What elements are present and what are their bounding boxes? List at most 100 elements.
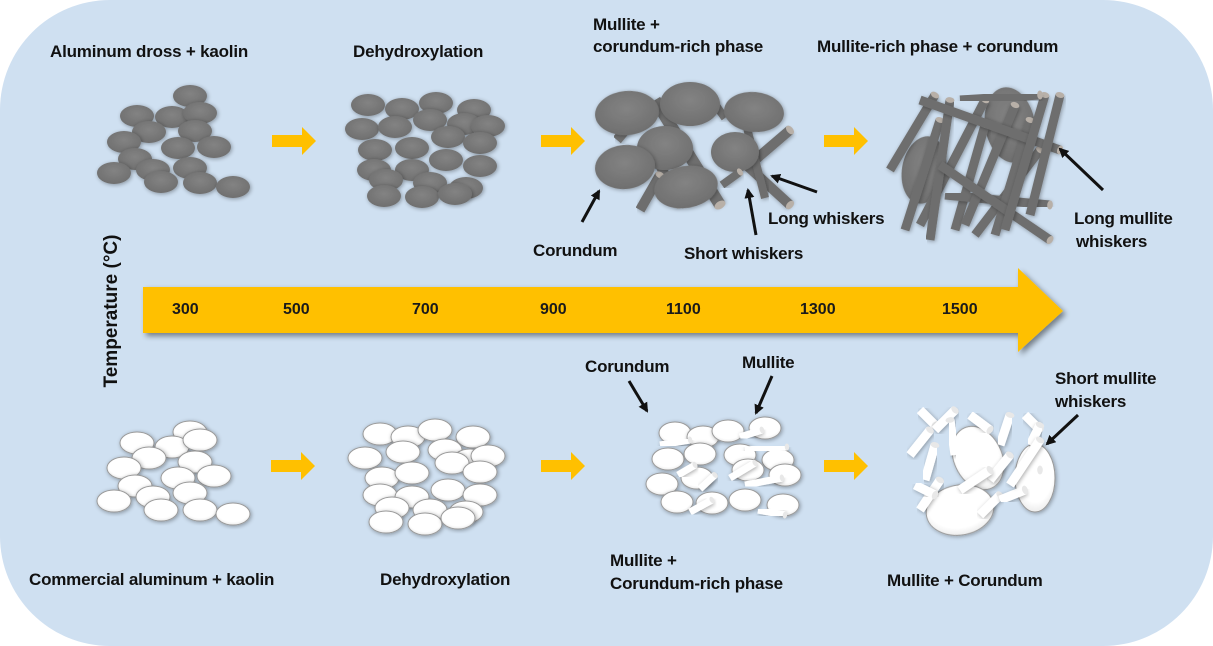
whisker-dark-long: [918, 95, 1062, 155]
whisker-light-end: [1021, 485, 1029, 495]
whisker-light-end: [709, 496, 715, 504]
particle-light: [215, 502, 251, 526]
particle-dark: [419, 92, 453, 114]
particle-dark-corundum: [711, 132, 759, 172]
step-arrow-top-1: [272, 127, 316, 155]
annotation-mullite-bottom: Mullite: [742, 353, 795, 372]
whisker-light-end: [986, 465, 994, 475]
particle-light: [711, 419, 745, 443]
whisker-dark-long-end: [1046, 235, 1054, 245]
pointer-short-whiskers-top: [744, 188, 758, 236]
particle-light: [196, 464, 232, 488]
whisker-light-end: [1035, 421, 1045, 429]
stage-label-top-4: Mullite-rich phase + corundum: [817, 37, 1059, 56]
particle-light: [368, 510, 404, 534]
whisker-dark-long-end: [930, 91, 940, 99]
particle-light: [182, 428, 218, 452]
tick-label-1100: 1100: [666, 301, 701, 318]
particle-dark: [161, 137, 195, 159]
particle-dark: [183, 102, 217, 124]
particle-dark: [369, 169, 403, 191]
particle-dark: [385, 98, 419, 120]
particle-light: [660, 490, 694, 514]
whisker-light-end: [687, 436, 693, 444]
whisker-light-end: [1037, 465, 1043, 475]
annotation-long-mullite-whiskers-line1: Long mullite: [1074, 209, 1173, 228]
particle-dark: [155, 106, 189, 128]
whisker-light-end: [931, 490, 939, 500]
particle-dark: [358, 139, 392, 161]
particle-light: [462, 460, 498, 484]
whisker-dark-long: [959, 90, 1041, 105]
whisker-light-end: [951, 406, 959, 414]
particle-dark: [463, 132, 497, 154]
particle-dark-corundum: [660, 82, 720, 126]
particle-light: [182, 498, 218, 522]
whisker-dark-long: [937, 161, 1053, 244]
whisker-light: [967, 411, 993, 434]
whisker-light-end: [712, 472, 718, 478]
whisker-light-end: [759, 426, 765, 434]
whisker-light-end: [1035, 436, 1045, 444]
stage-label-bottom-3-line1: Mullite +: [610, 551, 677, 570]
particle-dark: [345, 118, 379, 140]
stage-label-top-2: Dehydroxylation: [353, 42, 484, 61]
particle-dark: [413, 109, 447, 131]
particle-light: [645, 472, 679, 496]
whisker-dark-long: [886, 92, 939, 173]
whisker-light-end: [1006, 451, 1014, 459]
particle-dark: [367, 185, 401, 207]
particle-light: [434, 451, 470, 475]
whisker-dark-long: [1025, 93, 1065, 217]
whisker-dark: [635, 172, 665, 213]
whisker-dark-end: [785, 200, 795, 210]
whisker-dark: [751, 126, 794, 164]
whisker-dark-long-end: [945, 97, 955, 103]
particle-light: [651, 447, 685, 471]
whisker-light: [986, 452, 1014, 483]
whisker-light: [659, 436, 691, 449]
annotation-short-whiskers: Short whiskers: [684, 244, 804, 263]
step-arrow-top-3: [824, 127, 868, 155]
whisker-dark-long-end: [1055, 92, 1065, 98]
stage-label-bottom-1: Commercial aluminum + kaolin: [29, 570, 275, 589]
whisker-light: [998, 485, 1027, 505]
whisker-light: [1006, 437, 1044, 488]
whisker-light: [697, 472, 718, 492]
pointer-long-whiskers-top: [770, 173, 818, 194]
whisker-light: [688, 496, 714, 516]
particle-light: [143, 498, 179, 522]
whisker-light: [1025, 422, 1045, 448]
whisker-dark-long: [950, 123, 990, 232]
step-arrow-top-2: [541, 127, 585, 155]
whisker-light: [757, 506, 786, 519]
stage-label-top-3-line2: corundum-rich phase: [593, 37, 764, 56]
whisker-light-end: [779, 474, 785, 482]
particle-dark: [197, 136, 231, 158]
pointer-corundum-bottom: [627, 380, 649, 413]
particle-dark: [173, 85, 207, 107]
particle-dark-corundum: [595, 90, 659, 136]
particle-light: [385, 440, 421, 464]
stage-label-bottom-4: Mullite + Corundum: [887, 571, 1043, 590]
whisker-light: [744, 443, 788, 454]
particle-dark: [183, 172, 217, 194]
particle-dark: [405, 186, 439, 208]
step-arrow-bottom-3: [824, 452, 868, 480]
whisker-light-end: [784, 443, 790, 451]
stage-label-bottom-2: Dehydroxylation: [380, 570, 511, 589]
step-arrow-bottom-2: [541, 452, 585, 480]
pointer-long-mullite-whiskers: [1058, 147, 1105, 192]
particle-light: [440, 506, 476, 530]
whisker-light-end: [926, 426, 934, 434]
pointer-short-mullite-whiskers: [1045, 413, 1080, 446]
annotation-long-mullite-whiskers-line2: whiskers: [1076, 232, 1148, 251]
whisker-light-end: [930, 442, 940, 448]
annotation-corundum-bottom: Corundum: [585, 357, 670, 376]
particle-dark: [132, 121, 166, 143]
whisker-dark-long: [960, 103, 1020, 227]
whisker-dark-long: [900, 118, 945, 232]
whisker-light: [920, 443, 940, 482]
particle-light: [455, 425, 491, 449]
